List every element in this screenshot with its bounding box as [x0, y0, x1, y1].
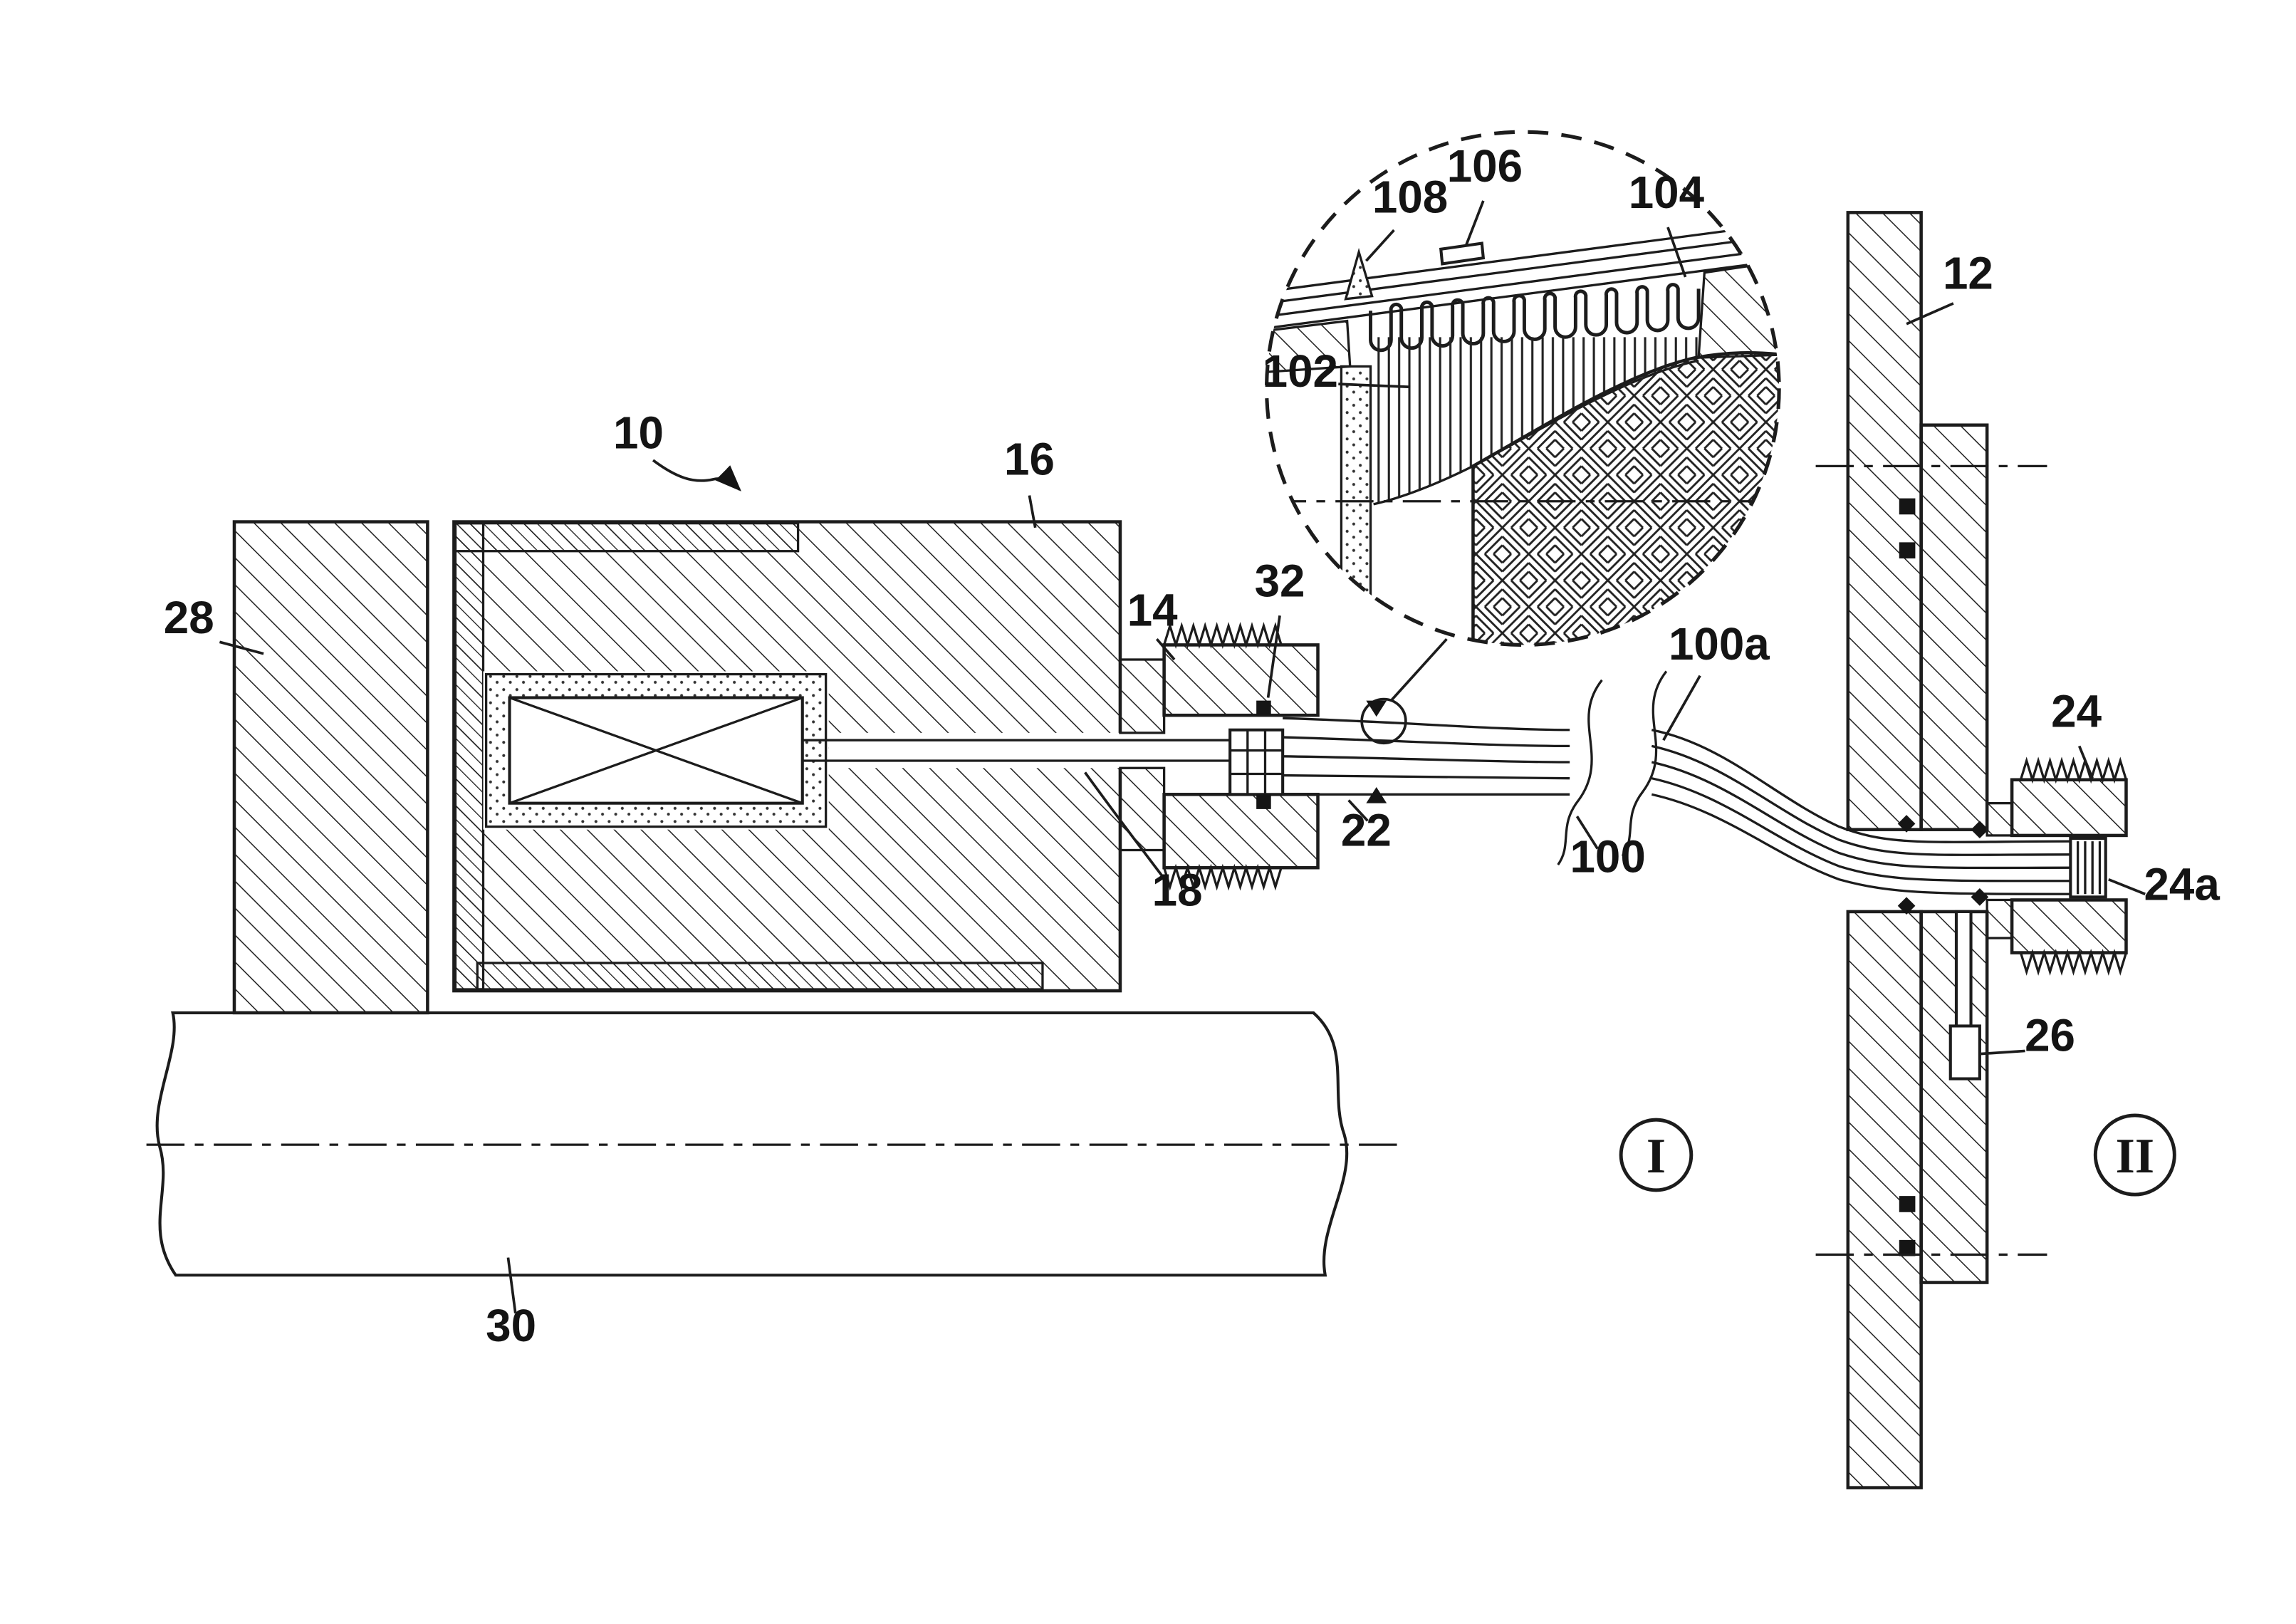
o-ring-seal	[1899, 1196, 1916, 1212]
probe-rod-18	[802, 739, 1231, 762]
ref-label-26: 26	[2025, 1009, 2075, 1061]
ref-label-24a: 24a	[2144, 858, 2220, 910]
threads-top	[1163, 622, 1283, 650]
zone-label-I: I	[1647, 1129, 1666, 1184]
leader-26	[1981, 1049, 2025, 1056]
zone-marker-I: I	[1619, 1118, 1694, 1192]
callout-circle	[1360, 637, 1448, 803]
liner-top	[454, 521, 800, 553]
callout-leader	[1389, 637, 1448, 702]
sheath-band	[1266, 223, 1778, 330]
ref-label-10: 10	[613, 407, 664, 459]
mounting-plate	[1897, 423, 1989, 1284]
rod-channel	[828, 732, 1164, 769]
leader-102	[1338, 382, 1411, 389]
leader-10	[652, 459, 741, 491]
leader-28	[219, 640, 264, 655]
housing-16	[452, 520, 1231, 993]
seal-diamond	[1897, 815, 1916, 833]
zone-label-II: II	[2116, 1129, 2154, 1184]
leader-104	[1666, 227, 1687, 278]
seal-marker-top	[1366, 700, 1387, 717]
threads-bottom	[2019, 948, 2128, 976]
potting-column	[1340, 365, 1372, 632]
ref-label-14: 14	[1127, 585, 1178, 636]
ref-label-18: 18	[1152, 865, 1203, 916]
threads-top	[2019, 756, 2128, 784]
ref-label-100a: 100a	[1669, 618, 1770, 670]
ref-label-32: 32	[1255, 555, 1305, 606]
threads-bottom	[1163, 863, 1283, 891]
leader-24	[2077, 745, 2094, 779]
detail-view	[1264, 130, 1781, 647]
leader-22	[1347, 799, 1369, 822]
ref-label-106: 106	[1447, 140, 1523, 192]
connector-24a	[2069, 836, 2107, 899]
break-symbol	[1557, 670, 1668, 866]
ref-label-104: 104	[1629, 167, 1705, 218]
ref-label-24: 24	[2051, 686, 2102, 737]
leader-32	[1266, 615, 1281, 698]
shaft-30	[155, 1011, 1349, 1277]
cone-108	[1344, 248, 1374, 301]
ref-label-30: 30	[486, 1300, 536, 1351]
zone-marker-II: II	[2093, 1113, 2176, 1197]
ref-label-28: 28	[164, 592, 214, 643]
ref-label-22: 22	[1341, 804, 1392, 855]
fitting-24	[1985, 756, 2128, 976]
leader-108	[1364, 229, 1395, 262]
crimp-connector	[1228, 728, 1285, 796]
reference-labels: 10 16 28 14 32 18 22 30 100 100a 12 24 2…	[164, 140, 2221, 1351]
centerlines	[146, 464, 2047, 1256]
ref-label-102: 102	[1263, 345, 1338, 397]
cable-22	[1283, 717, 1570, 796]
leader-lines	[219, 200, 2146, 1313]
ref-label-12: 12	[1943, 247, 1993, 298]
seal-32b	[1256, 794, 1271, 809]
leader-30	[506, 1257, 517, 1313]
seal-diamond	[1971, 888, 1989, 906]
ref-label-100: 100	[1570, 831, 1645, 882]
detail-circle	[1264, 130, 1781, 647]
retainer-26	[1948, 1024, 1981, 1081]
liner-bottom	[476, 962, 1044, 991]
ref-label-108: 108	[1372, 171, 1448, 222]
leader-14	[1155, 637, 1176, 661]
mount-block-28	[232, 520, 429, 1015]
leader-16	[1028, 495, 1037, 529]
leader-106	[1464, 200, 1485, 247]
bulkhead-wall-12	[1846, 211, 1923, 1489]
leader-100a	[1662, 675, 1701, 741]
o-ring-seal	[1899, 1239, 1916, 1256]
leader-100	[1575, 816, 1599, 850]
leader-24a	[2108, 878, 2146, 895]
gland-fitting-14	[1119, 622, 1320, 891]
o-ring-seal	[1899, 498, 1916, 515]
ref-label-16: 16	[1004, 434, 1055, 485]
cable-100	[1651, 729, 2080, 895]
o-ring-seal	[1899, 542, 1916, 559]
taper-wedge	[1697, 259, 1780, 359]
leader-18	[1084, 771, 1169, 883]
seal-marker-bottom	[1366, 787, 1387, 803]
coil-core	[508, 696, 804, 805]
leader-12	[1906, 302, 1954, 326]
tab-106	[1439, 241, 1486, 266]
seal-32	[1256, 700, 1271, 716]
liner-left	[454, 521, 485, 991]
retainer-channel	[1954, 910, 1973, 1031]
